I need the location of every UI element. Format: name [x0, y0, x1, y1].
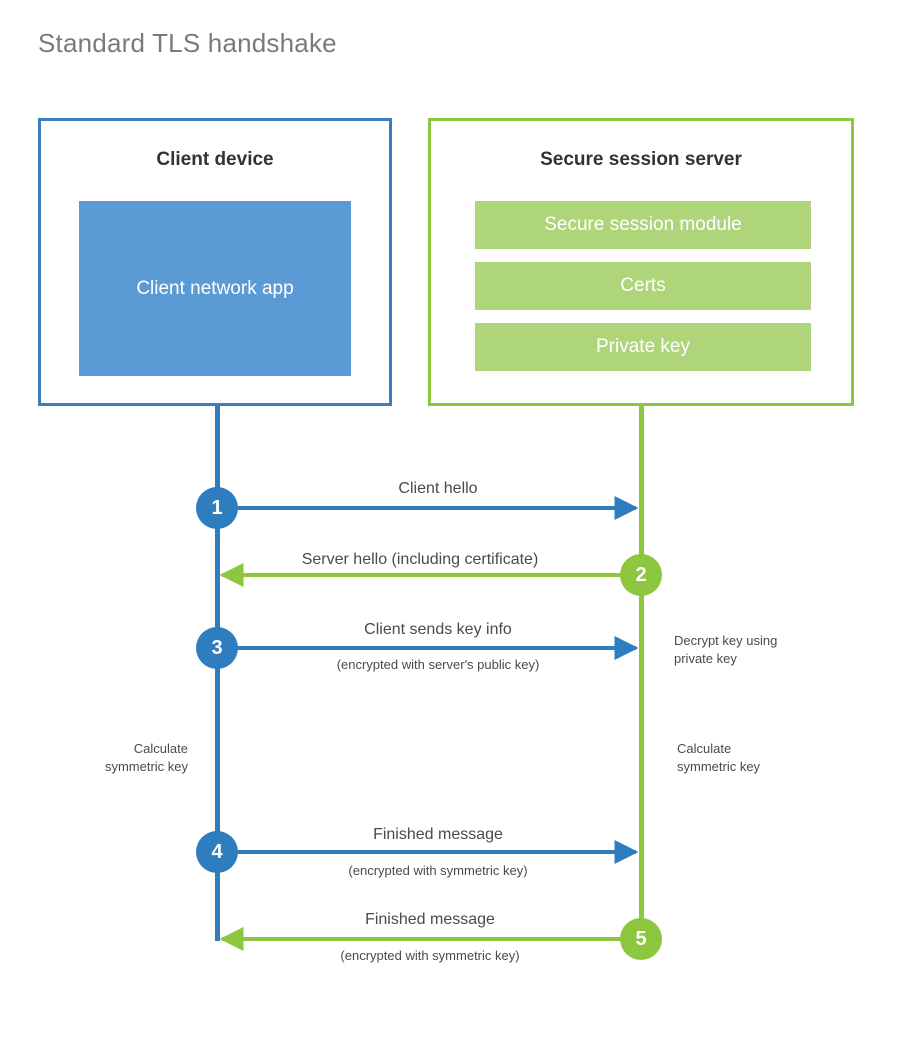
step-3-label: Client sends key info: [364, 621, 512, 638]
step-1-label: Client hello: [398, 480, 478, 497]
step-4-sublabel: (encrypted with symmetric key): [348, 863, 528, 878]
step-marker-5[interactable]: 5: [620, 918, 662, 960]
secure-session-server-panel: Secure session server Secure session mod…: [428, 118, 854, 406]
step-5-sublabel: (encrypted with symmetric key): [340, 948, 520, 963]
step-marker-1[interactable]: 1: [196, 487, 238, 529]
note-client-calculate-symmetric-key: Calculate symmetric key: [104, 741, 188, 774]
note-server-calculate-symmetric-key: Calculate symmetric key: [677, 741, 761, 774]
server-lifeline: [639, 406, 644, 941]
step-5-label: Finished message: [365, 911, 495, 928]
private-key-block: Private key: [475, 323, 811, 371]
client-lifeline: [215, 406, 220, 941]
step-marker-4[interactable]: 4: [196, 831, 238, 873]
certs-block: Certs: [475, 262, 811, 310]
secure-session-module-block: Secure session module: [475, 201, 811, 249]
step-marker-3[interactable]: 3: [196, 627, 238, 669]
step-3-sublabel: (encrypted with server's public key): [336, 657, 540, 672]
client-network-app-block: Client network app: [79, 201, 351, 376]
page-title: Standard TLS handshake: [38, 28, 337, 58]
step-4-label: Finished message: [373, 826, 503, 843]
client-device-title: Client device: [156, 149, 274, 170]
secure-session-server-title: Secure session server: [540, 149, 742, 170]
step-marker-2[interactable]: 2: [620, 554, 662, 596]
client-device-panel: Client device Client network app: [38, 118, 392, 406]
step-2-label: Server hello (including certificate): [301, 551, 539, 568]
note-decrypt-key: Decrypt key using private key: [674, 633, 778, 666]
